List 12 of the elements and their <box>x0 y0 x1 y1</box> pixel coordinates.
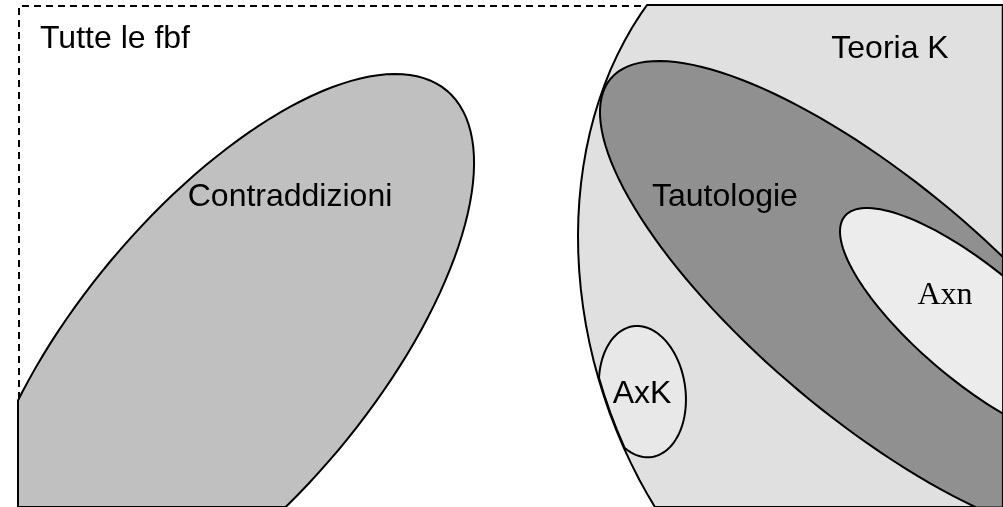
ellipse-region <box>598 326 686 458</box>
set-label: Tutte le fbf <box>40 21 190 53</box>
set-label: Contraddizioni <box>187 179 393 211</box>
set-label: Axn <box>917 276 973 309</box>
set-label: AxK <box>612 376 672 408</box>
set-label: Teoria K <box>831 31 949 63</box>
ellipse-region <box>839 207 1003 414</box>
ellipse-region <box>600 60 1003 507</box>
dashed-frame <box>18 5 1003 507</box>
ellipse-region <box>578 5 1003 507</box>
set-label: Tautologie <box>652 179 798 211</box>
ellipse-region <box>18 74 475 507</box>
